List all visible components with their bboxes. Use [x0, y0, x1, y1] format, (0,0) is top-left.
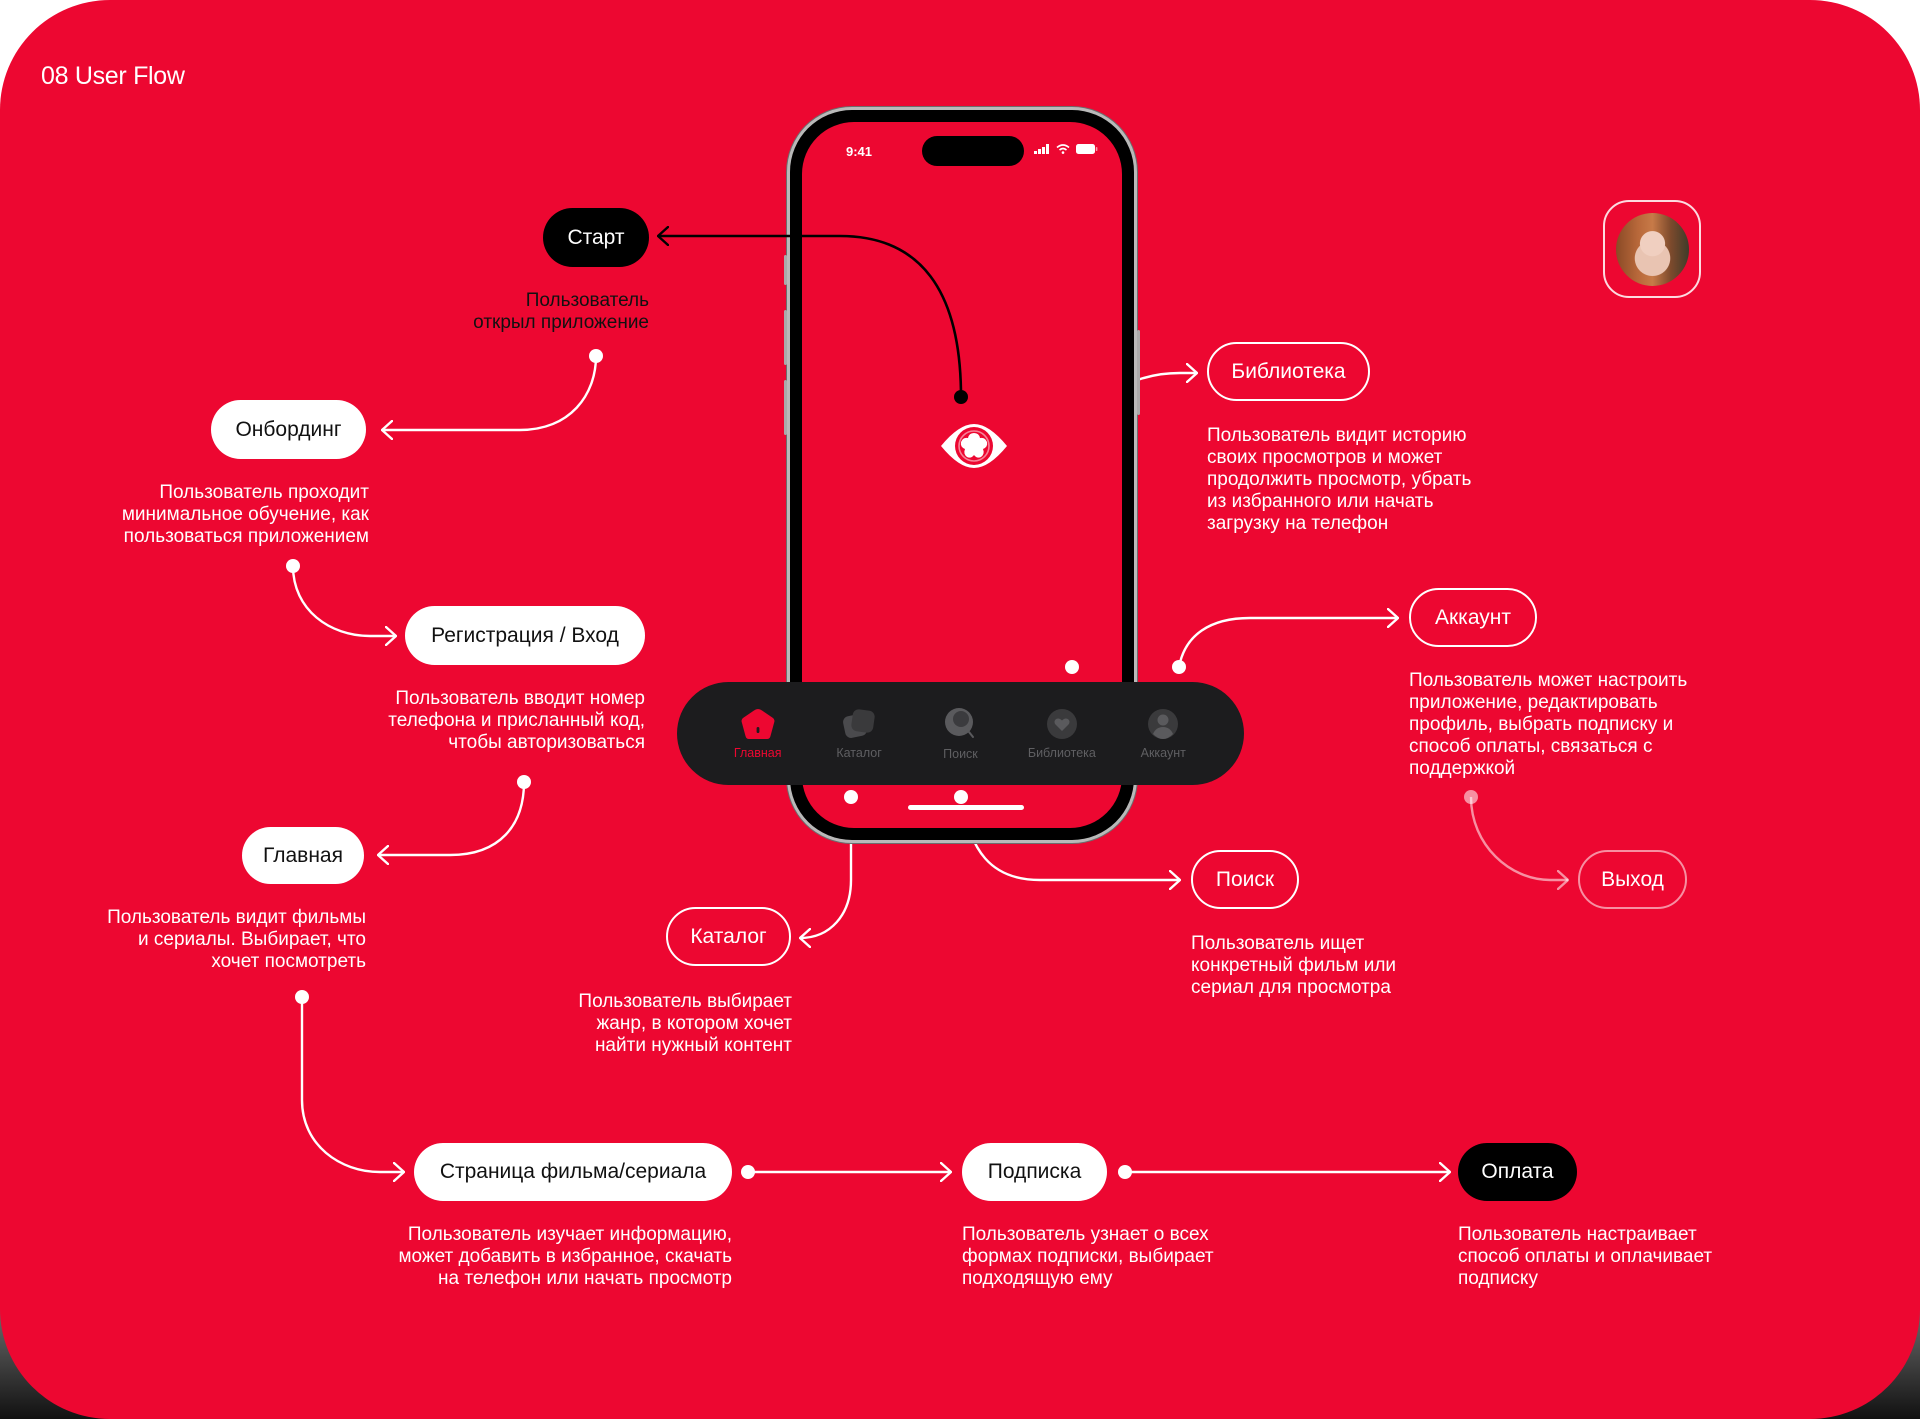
phone-power-button: [1137, 330, 1140, 415]
node-onboarding[interactable]: Онбординг: [211, 400, 366, 459]
avatar: [1615, 212, 1689, 286]
node-subscription-description: Пользователь узнает о всех формах подпис…: [962, 1224, 1214, 1289]
phone-volume-down: [784, 380, 787, 435]
search-icon: [945, 707, 975, 738]
home-indicator: [908, 805, 1024, 810]
node-exit[interactable]: Выход: [1578, 850, 1687, 909]
tab-account[interactable]: Аккаунт: [1113, 708, 1213, 760]
eye-flower-logo-icon: [941, 424, 1007, 468]
dynamic-island: [922, 136, 1024, 166]
heart-icon: [1046, 708, 1077, 739]
node-title-page[interactable]: Страница фильма/сериала: [414, 1143, 732, 1201]
connector-dot: [1118, 1165, 1132, 1179]
connector-dot: [954, 790, 968, 804]
signal-icon: [1034, 144, 1049, 154]
connector-dot: [286, 559, 300, 573]
node-search[interactable]: Поиск: [1191, 850, 1299, 909]
connector-dot: [741, 1165, 755, 1179]
node-subscription[interactable]: Подписка: [962, 1143, 1107, 1201]
connector-dot: [295, 990, 309, 1004]
connector-dot: [589, 349, 603, 363]
user-icon: [1148, 708, 1179, 739]
node-start[interactable]: Старт: [543, 208, 649, 267]
node-start-description: Пользователь открыл приложение: [473, 290, 649, 333]
connector-dot: [1065, 660, 1079, 674]
tab-label: Поиск: [943, 746, 978, 761]
tab-home[interactable]: Главная: [708, 708, 808, 760]
bottom-tab-bar: Главная Каталог Поиск Библиотека Аккаунт: [677, 682, 1244, 785]
phone-action-button: [784, 255, 787, 285]
tab-label: Библиотека: [1027, 745, 1096, 760]
node-home-description: Пользователь видит фильмы и сериалы. Выб…: [107, 907, 366, 972]
section-title: 08 User Flow: [41, 62, 185, 90]
tab-label: Аккаунт: [1140, 745, 1186, 760]
node-home[interactable]: Главная: [242, 827, 364, 884]
node-library-description: Пользователь видит историю своих просмот…: [1207, 425, 1472, 534]
node-registration-description: Пользователь вводит номер телефона и при…: [388, 688, 645, 753]
connector-dot: [1172, 660, 1186, 674]
connector-dot: [844, 790, 858, 804]
status-time: 9:41: [846, 144, 873, 159]
tab-search[interactable]: Поиск: [910, 707, 1010, 761]
status-icons: [1034, 144, 1098, 154]
tab-label: Каталог: [836, 745, 882, 760]
node-search-description: Пользователь ищет конкретный фильм или с…: [1191, 933, 1397, 998]
node-title-page-description: Пользователь изучает информацию, может д…: [398, 1224, 732, 1289]
tab-catalog[interactable]: Каталог: [809, 708, 909, 760]
phone-volume-up: [784, 310, 787, 365]
node-account[interactable]: Аккаунт: [1409, 588, 1537, 647]
home-icon: [741, 708, 775, 739]
node-catalog[interactable]: Каталог: [666, 907, 791, 966]
node-catalog-description: Пользователь выбирает жанр, в котором хо…: [578, 991, 792, 1056]
node-account-description: Пользователь может настроить приложение,…: [1409, 670, 1688, 779]
connector-dot: [1464, 790, 1478, 804]
battery-icon: [1076, 144, 1098, 154]
node-onboarding-description: Пользователь проходит минимальное обучен…: [121, 482, 369, 547]
node-registration[interactable]: Регистрация / Вход: [405, 606, 645, 665]
persona-avatar-frame: [1603, 200, 1701, 298]
node-payment[interactable]: Оплата: [1458, 1143, 1577, 1201]
tab-library[interactable]: Библиотека: [1012, 708, 1112, 760]
node-payment-description: Пользователь настраивает способ оплаты и…: [1458, 1224, 1713, 1289]
wifi-icon: [1056, 144, 1070, 154]
connector-dot: [517, 775, 531, 789]
node-library[interactable]: Библиотека: [1207, 342, 1370, 401]
tab-label: Главная: [733, 745, 782, 760]
catalog-cards-icon: [843, 708, 875, 738]
